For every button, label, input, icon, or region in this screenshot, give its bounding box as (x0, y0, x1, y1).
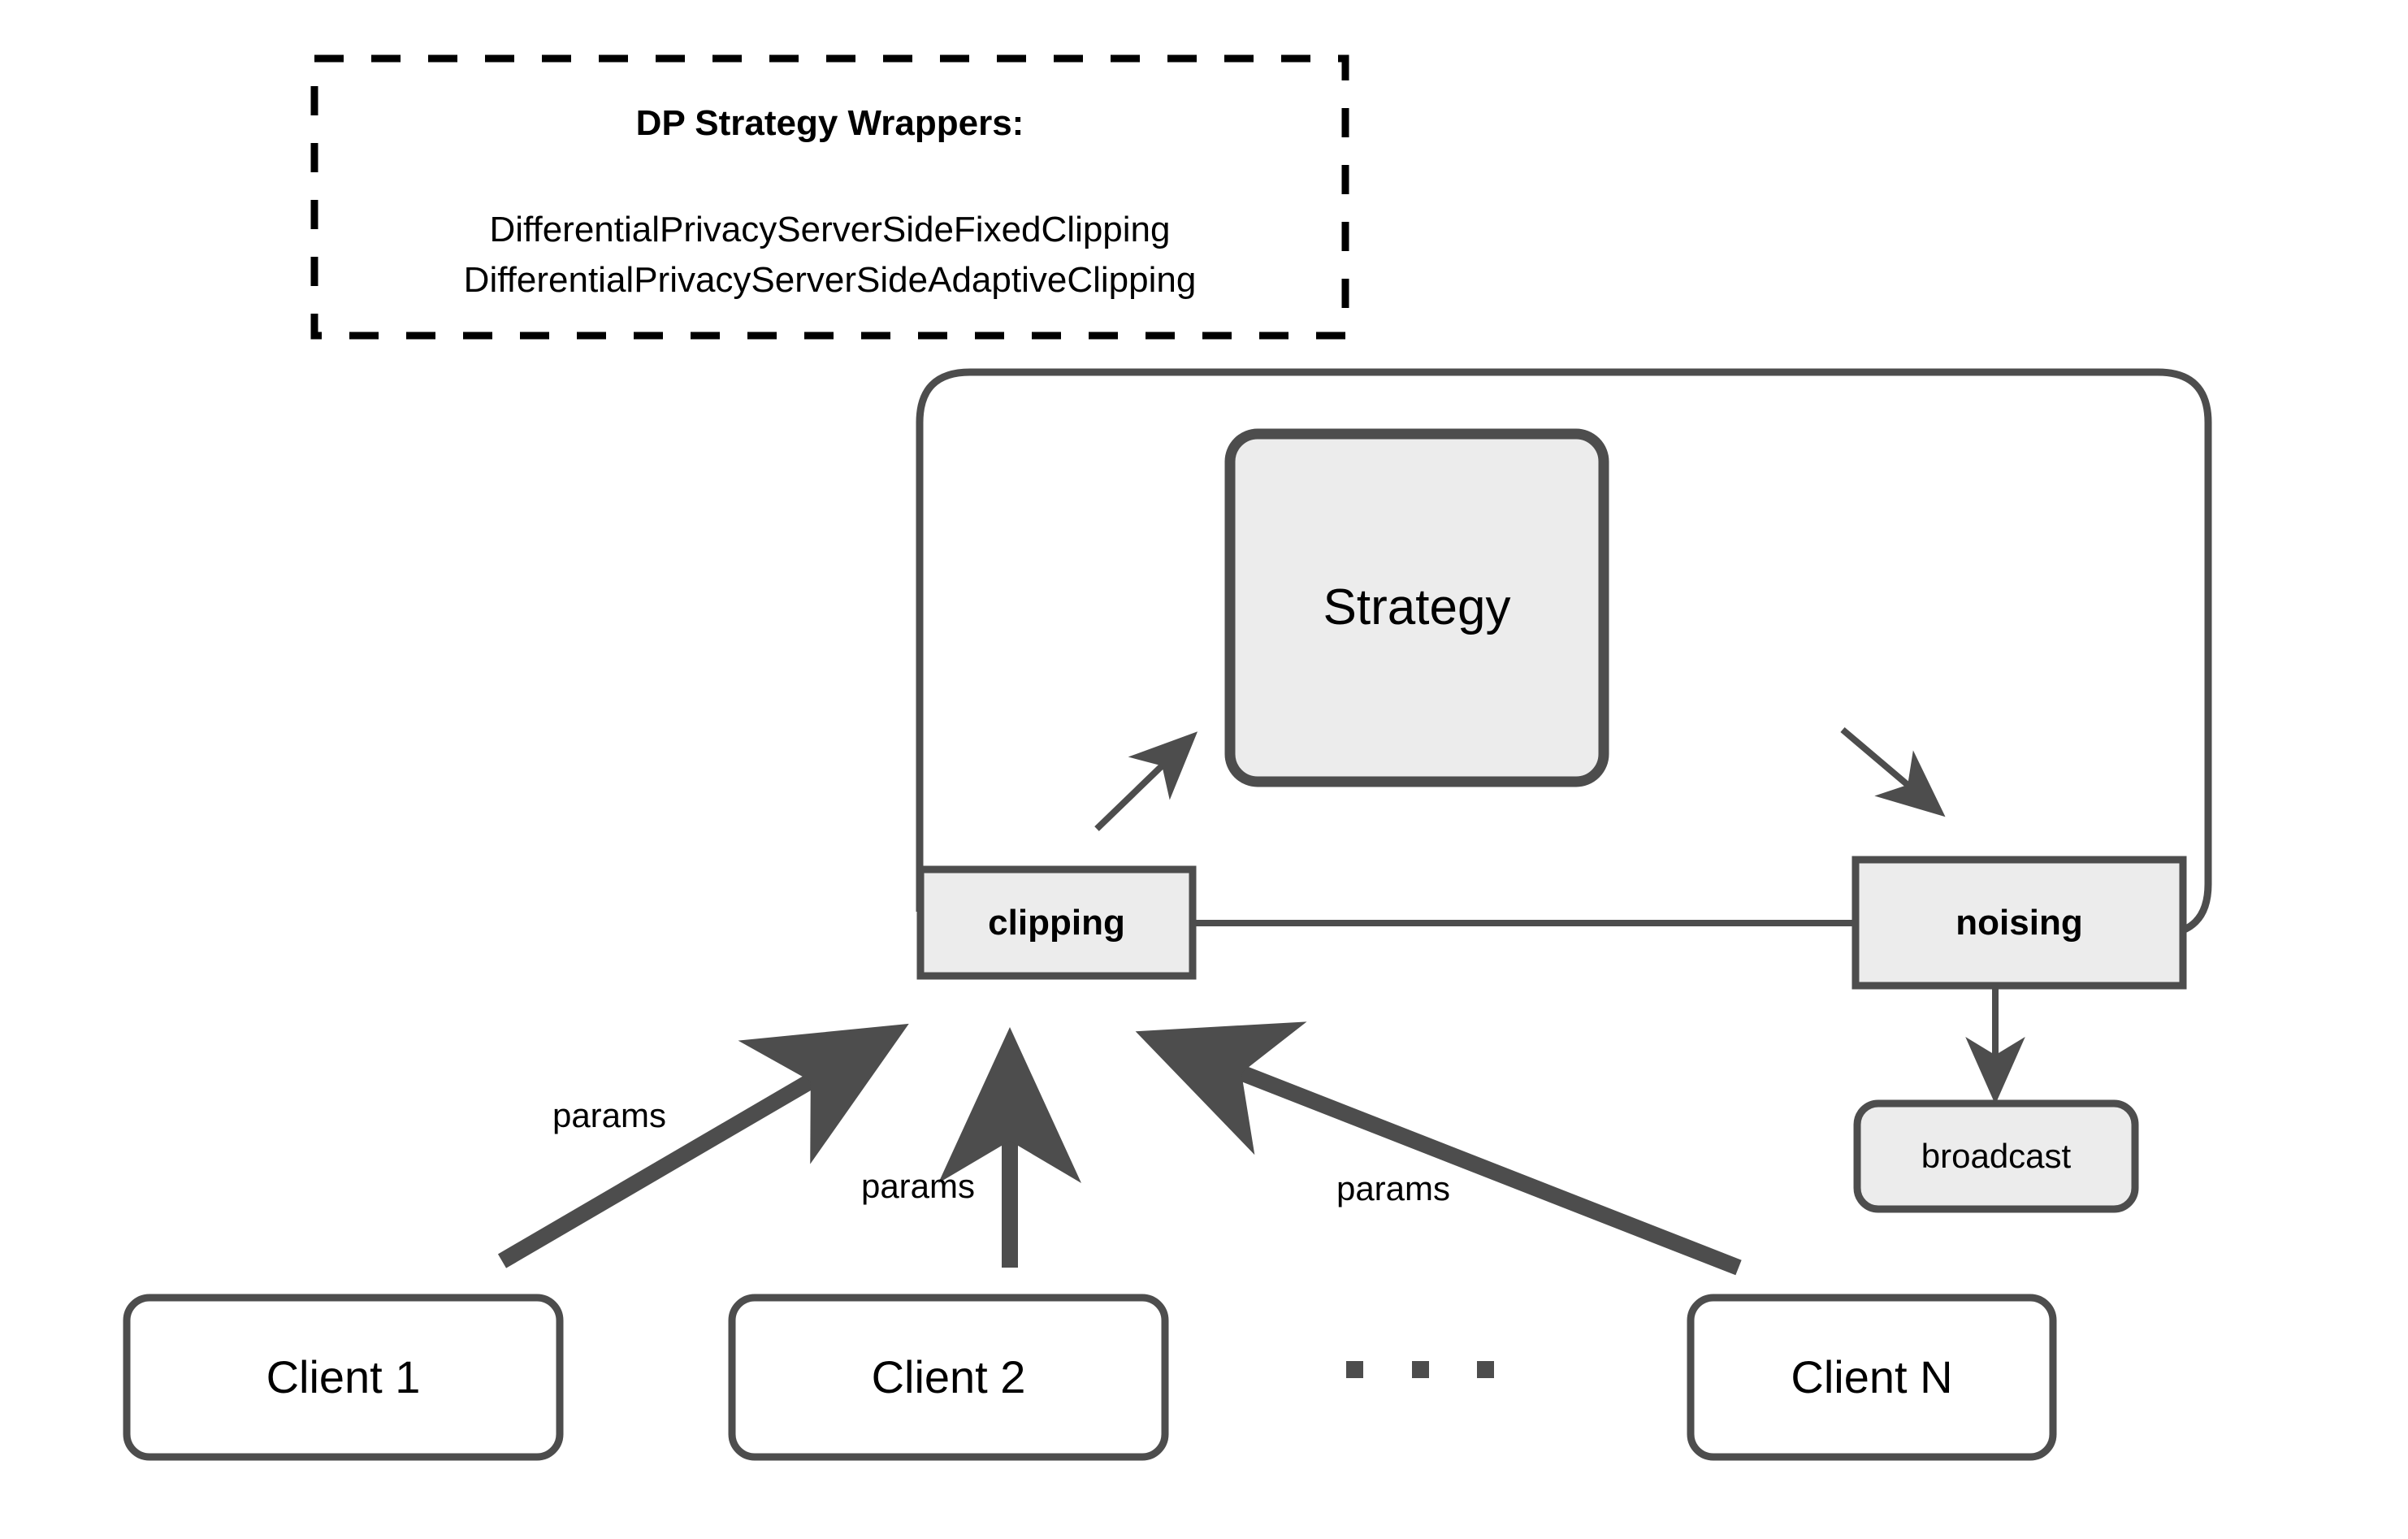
broadcast-box[interactable] (1853, 1099, 2139, 1213)
noising-box[interactable] (1851, 856, 2187, 990)
arrow-clientn-to-clipping (1135, 1021, 1742, 1276)
client-box-2[interactable] (728, 1294, 1169, 1461)
client-box-1[interactable] (123, 1294, 564, 1461)
arrow-clipping-to-strategy (1094, 731, 1198, 831)
clipping-box[interactable] (916, 865, 1197, 980)
ellipsis-dot-3 (1477, 1361, 1494, 1378)
client-box-n[interactable] (1687, 1294, 2057, 1461)
ellipsis-dot-1 (1346, 1361, 1363, 1378)
dp-wrapper-dashed-box (310, 54, 1349, 340)
server-container (916, 368, 2212, 939)
arrow-client1-to-clipping (497, 1023, 909, 1268)
arrow-strategy-to-noising (1840, 726, 1946, 817)
strategy-box[interactable] (1224, 428, 1609, 787)
ellipsis-dot-2 (1412, 1361, 1429, 1378)
